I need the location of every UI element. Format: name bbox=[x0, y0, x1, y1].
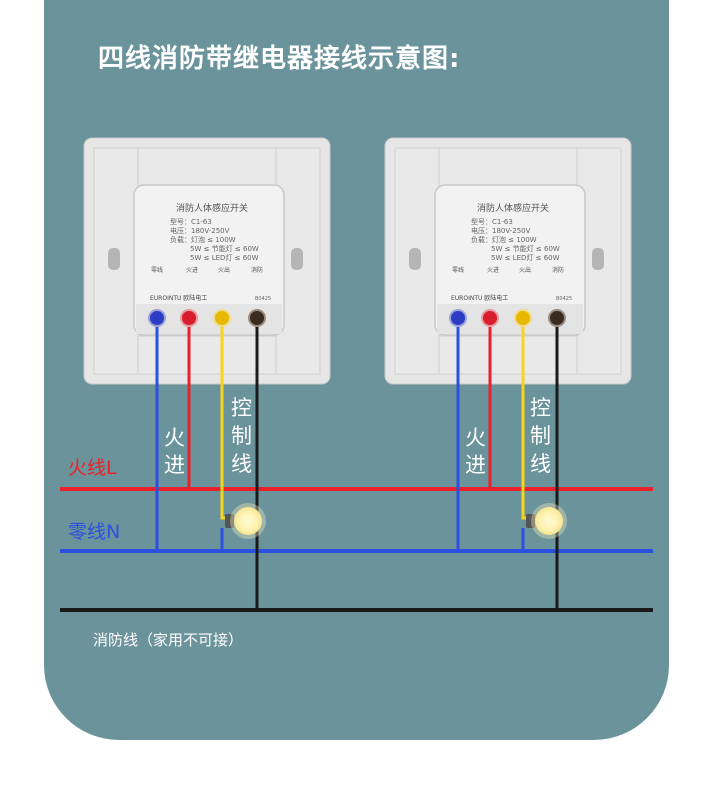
live-in-terminal bbox=[180, 309, 198, 327]
spec-line: 电压：180V-250V bbox=[471, 226, 531, 235]
live-in-label-char2: 进 bbox=[164, 453, 185, 477]
fire-terminal bbox=[248, 309, 266, 327]
spec-line: 型号：C1-63 bbox=[170, 217, 212, 226]
spec-line: 电压：180V-250V bbox=[170, 226, 230, 235]
terminal-label: 火出 bbox=[519, 266, 531, 274]
neutral-terminal bbox=[449, 309, 467, 327]
control-label-char1: 控 bbox=[231, 396, 252, 420]
terminal-label: 火出 bbox=[218, 266, 230, 274]
live-in-label-char2: 进 bbox=[465, 453, 486, 477]
control-label-char3: 线 bbox=[231, 452, 252, 476]
control-label-char1: 控 bbox=[530, 396, 551, 420]
fire-line-footnote: 消防线（家用不可接） bbox=[93, 631, 244, 649]
brand-label: EUROINTU 欧陆电工 bbox=[150, 294, 207, 302]
spec-line: 5W ≤ 节能灯 ≤ 60W bbox=[190, 244, 259, 253]
live-out-terminal bbox=[514, 309, 532, 327]
live-in-label-char1: 火 bbox=[465, 426, 486, 450]
terminal-label: 零线 bbox=[151, 266, 163, 274]
relay-module bbox=[133, 184, 285, 336]
terminal-label: 火进 bbox=[487, 266, 499, 274]
model-code: B0425 bbox=[556, 296, 572, 302]
neutral-terminal bbox=[148, 309, 166, 327]
switch-left: 消防人体感应开关 型号：C1-63 电压：180V-250V 负载：灯泡 ≤ 1… bbox=[83, 137, 331, 610]
module-name: 消防人体感应开关 bbox=[176, 202, 248, 214]
neutral-line-label: 零线N bbox=[68, 521, 120, 543]
terminal-label: 消防 bbox=[251, 266, 263, 274]
control-label-char3: 线 bbox=[530, 452, 551, 476]
spec-line: 5W ≤ LED灯 ≤ 60W bbox=[190, 253, 259, 262]
module-name: 消防人体感应开关 bbox=[477, 202, 549, 214]
control-label-char2: 制 bbox=[530, 424, 551, 448]
spec-line: 负载：灯泡 ≤ 100W bbox=[471, 235, 537, 244]
spec-line: 5W ≤ LED灯 ≤ 60W bbox=[491, 253, 560, 262]
control-label-char2: 制 bbox=[231, 424, 252, 448]
live-in-label-char1: 火 bbox=[164, 426, 185, 450]
relay-module bbox=[434, 184, 586, 336]
diagram-title: 四线消防带继电器接线示意图: bbox=[98, 44, 461, 74]
bulb-icon bbox=[225, 503, 266, 539]
bulb-icon bbox=[526, 503, 567, 539]
brand-label: EUROINTU 欧陆电工 bbox=[451, 294, 508, 302]
spec-line: 5W ≤ 节能灯 ≤ 60W bbox=[491, 244, 560, 253]
live-in-terminal bbox=[481, 309, 499, 327]
terminal-label: 零线 bbox=[452, 266, 464, 274]
model-code: B0425 bbox=[255, 296, 271, 302]
switch-right: 消防人体感应开关 型号：C1-63 电压：180V-250V 负载：灯泡 ≤ 1… bbox=[384, 137, 632, 610]
terminal-label: 消防 bbox=[552, 266, 564, 274]
spec-line: 负载：灯泡 ≤ 100W bbox=[170, 235, 236, 244]
live-line-label: 火线L bbox=[68, 457, 117, 479]
terminal-label: 火进 bbox=[186, 266, 198, 274]
spec-line: 型号：C1-63 bbox=[471, 217, 513, 226]
live-out-terminal bbox=[213, 309, 231, 327]
fire-terminal bbox=[548, 309, 566, 327]
